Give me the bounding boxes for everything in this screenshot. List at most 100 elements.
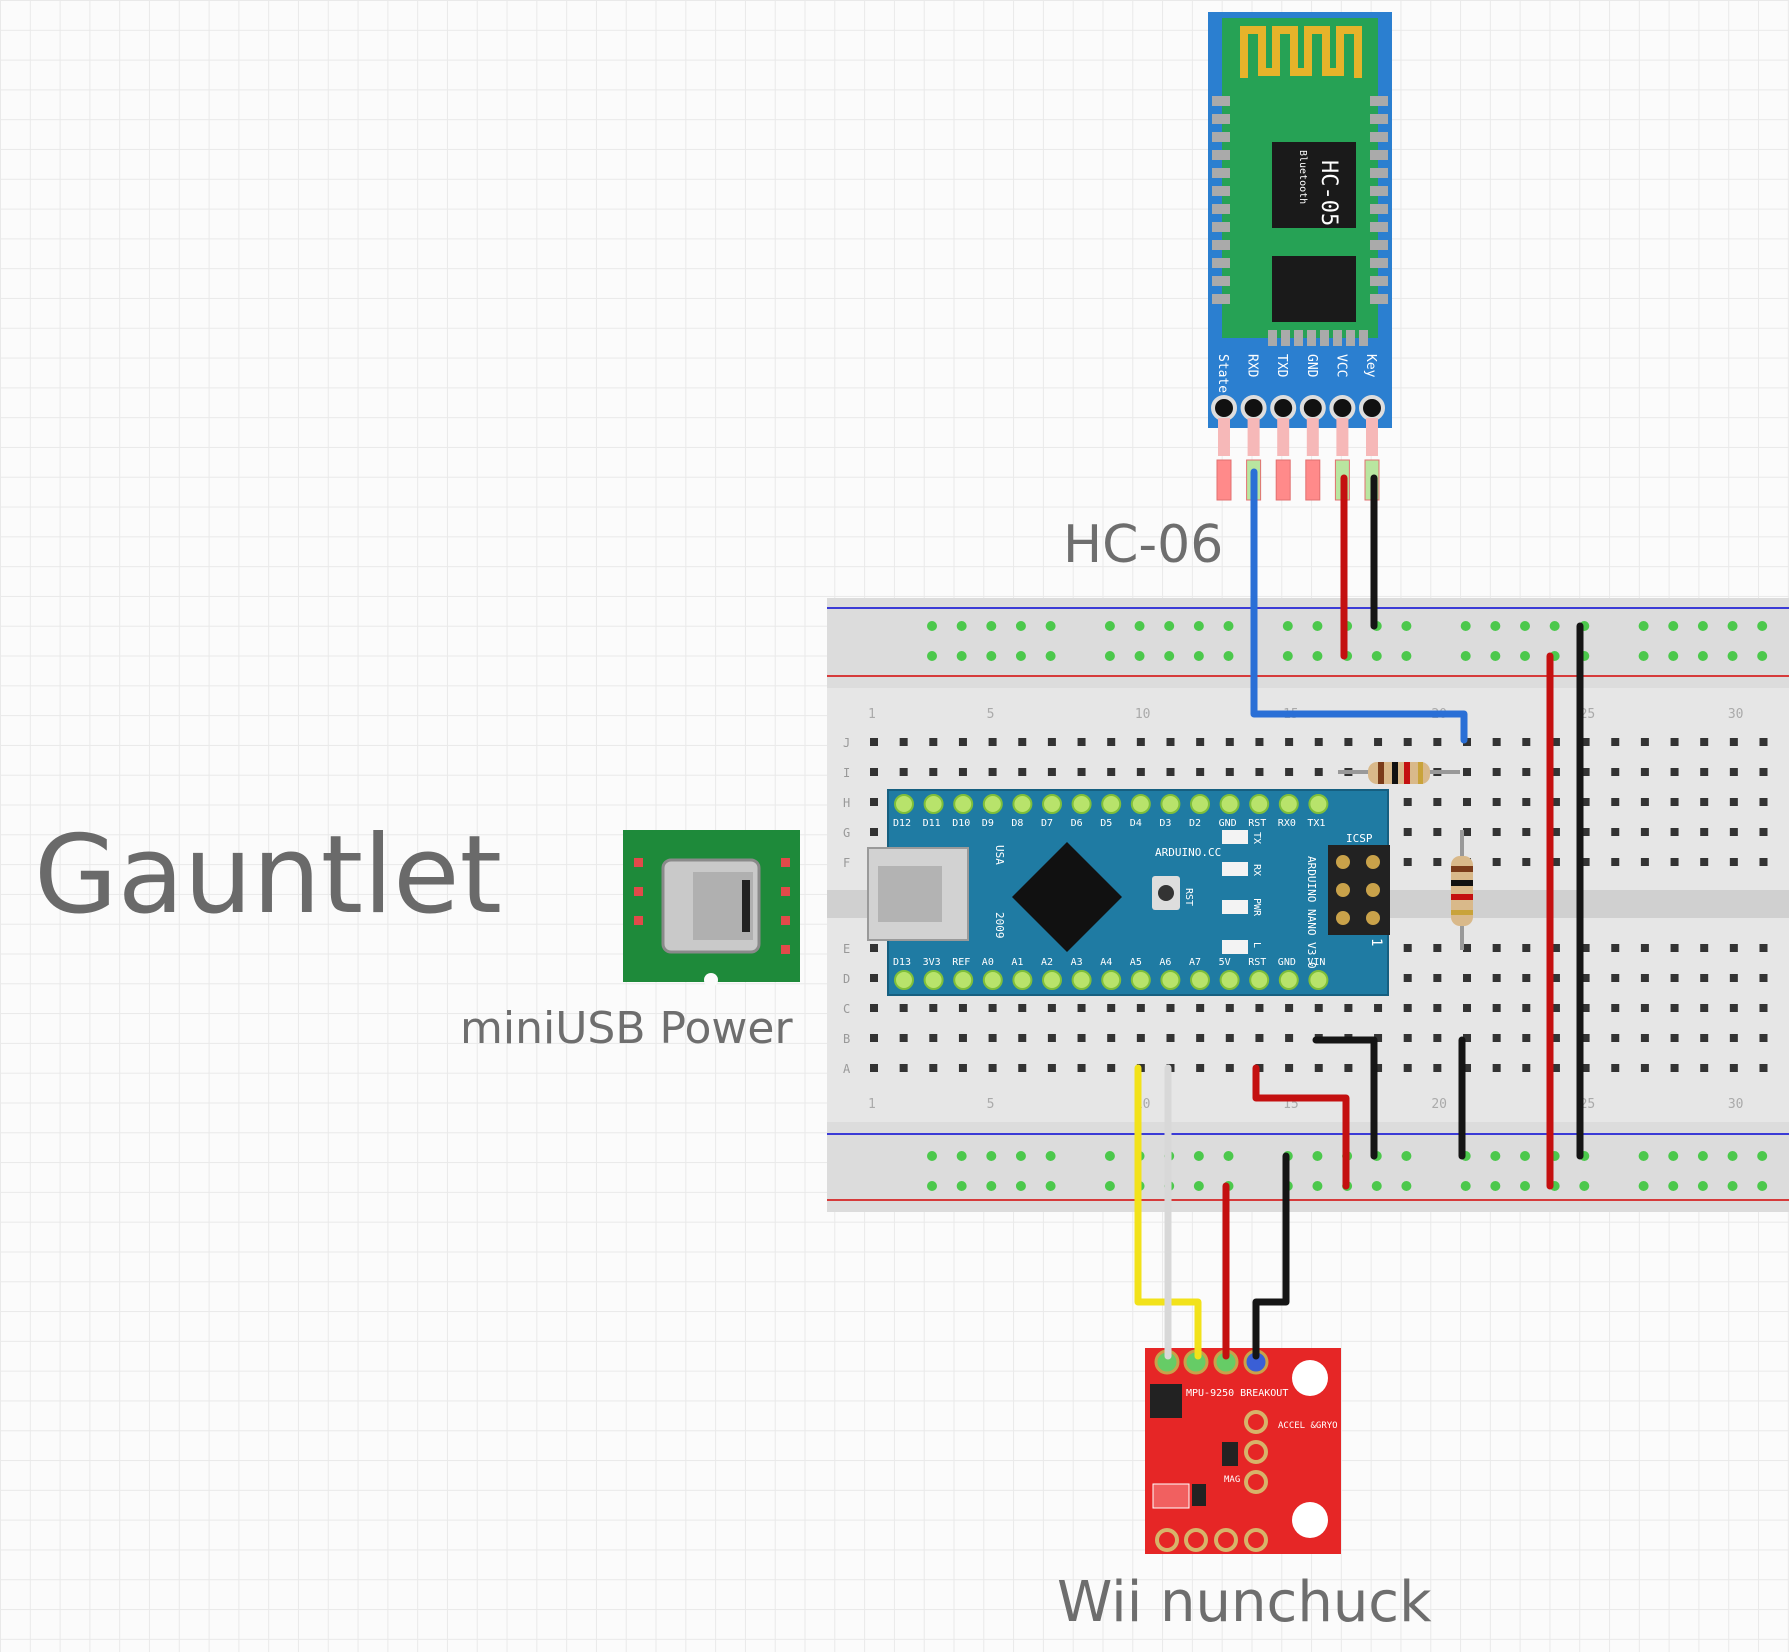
- breadboard-hole: [1729, 1034, 1738, 1042]
- breadboard-hole: [1463, 798, 1471, 806]
- hc-pin-end: [1305, 459, 1321, 501]
- rail-hole: [1727, 621, 1738, 631]
- arduino-bottom-pin-label: REF: [952, 957, 970, 968]
- arduino-top-pin-label: D12: [893, 818, 911, 829]
- breadboard-hole: [1314, 768, 1323, 776]
- arduino-top-pin: [1278, 794, 1299, 814]
- hc-pin-leg: [1366, 418, 1378, 456]
- rail-hole: [1312, 1181, 1323, 1191]
- breadboard-hole: [1492, 1064, 1501, 1072]
- rail-hole: [1520, 1151, 1530, 1161]
- breadboard-hole: [1314, 1064, 1323, 1072]
- breadboard-hole: [1759, 1034, 1768, 1042]
- arduino-bottom-pin-label: A7: [1189, 957, 1201, 968]
- hc-pad: [1320, 330, 1329, 346]
- sensor-breakout: MPU-9250 BREAKOUT ACCEL &GRYO MAG: [1145, 1348, 1341, 1554]
- breadboard-hole: [1700, 944, 1709, 952]
- breadboard-hole: [1522, 944, 1531, 952]
- hc-pin-leg: [1336, 418, 1349, 456]
- arduino-bottom-pin-label: A0: [982, 957, 994, 968]
- breadboard-hole: [1463, 1004, 1471, 1012]
- breadboard-hole: [1670, 738, 1679, 746]
- breadboard-hole: [1018, 1034, 1027, 1042]
- breadboard-hole: [1433, 1064, 1442, 1072]
- breadboard-hole: [1611, 1064, 1620, 1072]
- breadboard-hole: [1551, 944, 1560, 952]
- breadboard-hole: [1581, 1034, 1590, 1042]
- hc-pin-label: TXD: [1274, 354, 1289, 378]
- rail-hole: [1401, 651, 1412, 661]
- rail-hole: [1134, 621, 1145, 631]
- breadboard-hole: [1433, 974, 1442, 982]
- hc-pin-leg: [1306, 418, 1319, 456]
- hc-pad: [1212, 132, 1230, 142]
- arduino-rst-text: RST: [1183, 888, 1194, 906]
- rail-hole: [1579, 1181, 1590, 1191]
- arduino-usa-text: USA: [993, 845, 1006, 865]
- breadboard-hole: [1551, 738, 1560, 746]
- rail-hole: [956, 1181, 967, 1191]
- breadboard-hole: [1492, 768, 1501, 776]
- rail-hole: [1697, 651, 1708, 661]
- hc-side-pads: [1212, 96, 1388, 346]
- breadboard-hole: [1463, 974, 1471, 982]
- breadboard-hole: [1047, 1034, 1056, 1042]
- rail-hole: [1401, 1151, 1412, 1161]
- rail-hole: [1223, 621, 1234, 631]
- row-letter: I: [843, 766, 850, 780]
- breadboard-hole: [1729, 828, 1738, 836]
- breadboard-hole: [1611, 858, 1620, 866]
- breadboard-hole: [1640, 944, 1649, 952]
- arduino-top-pin-label: TX1: [1307, 818, 1325, 829]
- rail-hole: [986, 1151, 997, 1161]
- breadboard-hole: [1670, 1004, 1679, 1012]
- breadboard-hole: [1463, 768, 1471, 776]
- breadboard-hole: [1403, 1034, 1412, 1042]
- breadboard-hole: [1225, 738, 1234, 746]
- arduino-bottom-pin: [1190, 970, 1210, 990]
- rail-hole: [1638, 621, 1649, 631]
- breadboard-hole: [1433, 828, 1442, 836]
- breadboard-hole: [1581, 1004, 1590, 1012]
- rail-hole: [1045, 621, 1056, 631]
- hc-pad: [1370, 258, 1388, 268]
- bluetooth-module-label: HC-06: [1063, 515, 1224, 575]
- arduino-top-pin-label: D4: [1130, 818, 1142, 829]
- rail-hole: [927, 621, 937, 631]
- arduino-pin-headers: [894, 794, 1329, 990]
- rail-hole: [1490, 651, 1501, 661]
- arduino-top-pin: [982, 794, 1003, 814]
- breadboard-hole: [1344, 738, 1353, 746]
- rail-hole: [1490, 1181, 1501, 1191]
- arduino-bottom-pin-label: A1: [1011, 957, 1023, 968]
- rail-hole: [1015, 1181, 1026, 1191]
- rail-hole: [1638, 651, 1649, 661]
- hc-pad: [1370, 168, 1388, 178]
- breadboard-hole: [1551, 1034, 1560, 1042]
- breadboard-hole: [1463, 738, 1471, 746]
- wire-blue-rxd: [1250, 468, 1468, 744]
- breadboard-hole: [870, 768, 878, 776]
- led-l-text: L: [1251, 942, 1262, 948]
- arduino-bottom-pin: [923, 970, 944, 990]
- breadboard-hole: [1285, 768, 1294, 776]
- rail-hole: [1312, 621, 1323, 631]
- breadboard-hole: [1077, 738, 1086, 746]
- breadboard-hole: [958, 1064, 967, 1072]
- breadboard-hole: [1077, 1004, 1086, 1012]
- breadboard-hole: [929, 768, 938, 776]
- arduino-bottom-pin: [894, 970, 914, 990]
- arduino-bottom-pin: [1278, 970, 1299, 990]
- breadboard-hole: [1107, 738, 1116, 746]
- rail-hole: [1757, 621, 1768, 631]
- column-number: 20: [1431, 1097, 1447, 1112]
- sensor-mag-text: MAG: [1224, 1475, 1240, 1485]
- wire-black-gnd-arduino: [1312, 1036, 1378, 1160]
- arduino-top-pin-label: D7: [1041, 818, 1053, 829]
- breadboard-hole: [988, 768, 997, 776]
- breadboard-hole: [1433, 944, 1442, 952]
- hc-pad: [1370, 294, 1388, 304]
- rail-hole: [1727, 651, 1738, 661]
- microcontroller-chip: [1012, 842, 1122, 952]
- breadboard-hole: [1522, 1034, 1531, 1042]
